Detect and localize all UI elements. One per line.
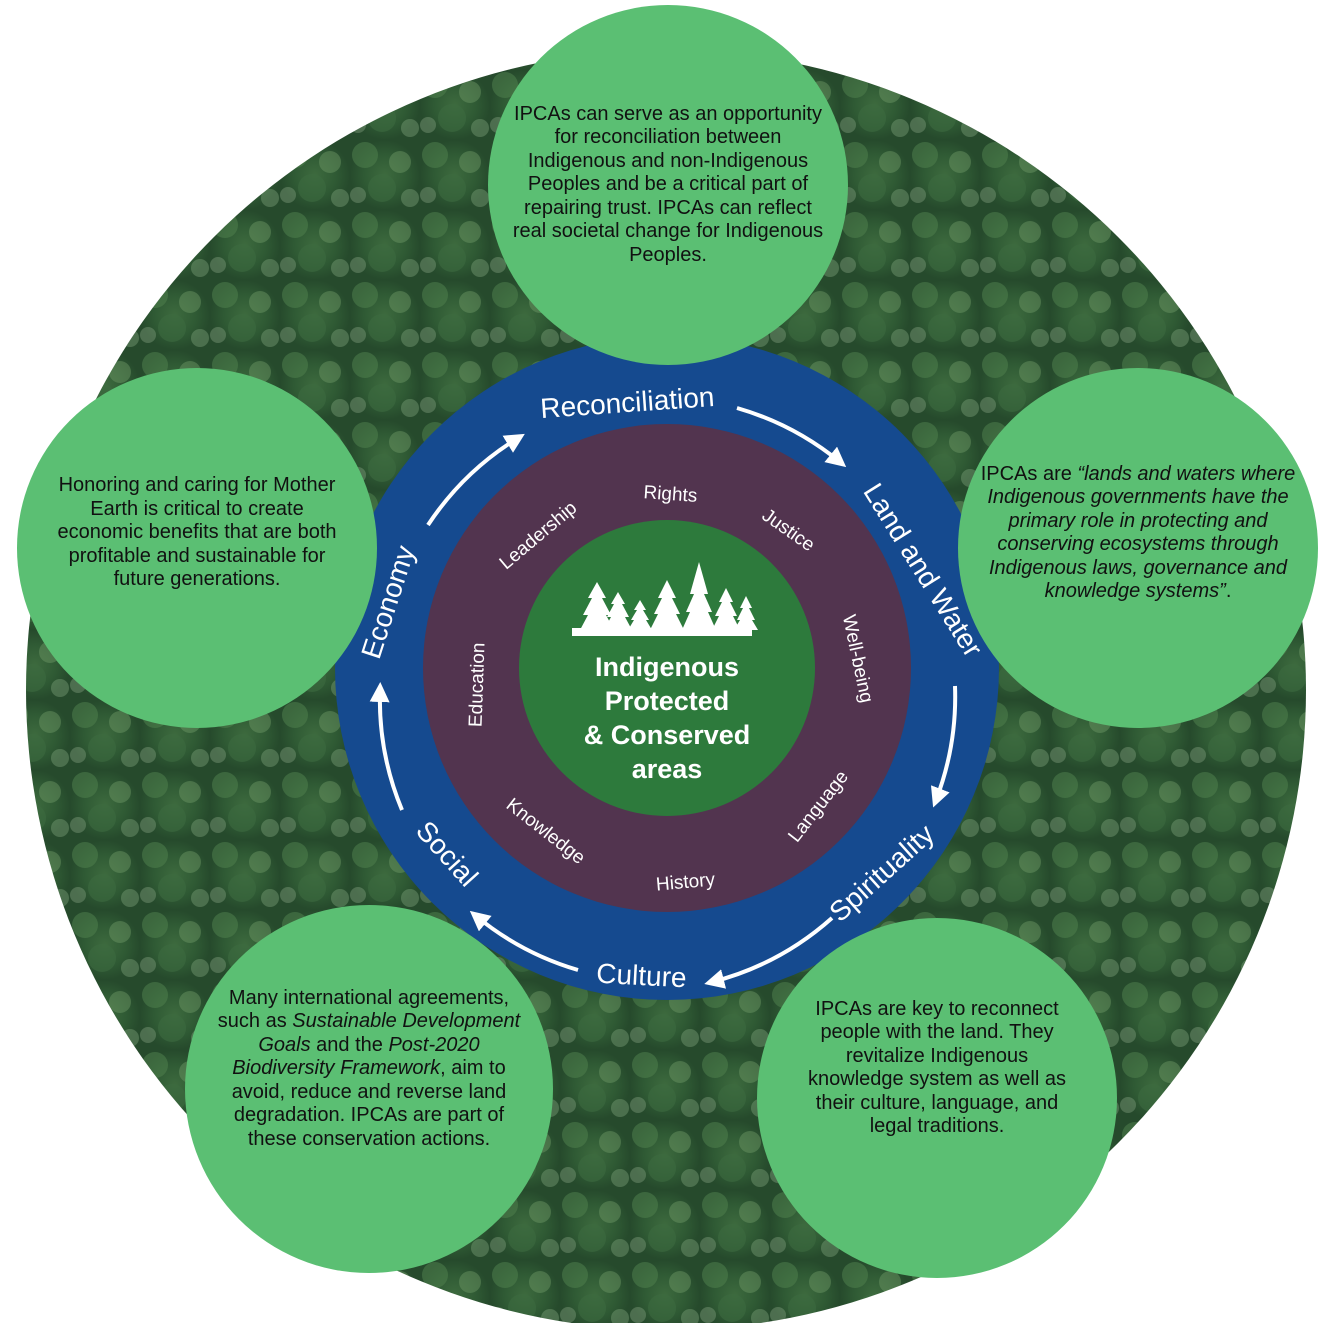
inner-label-education: Education	[466, 642, 490, 727]
bubble-economy-text: Honoring and caring for Mother Earth is …	[57, 474, 337, 591]
bubble-spirituality: IPCAs are key to reconnect people with t…	[757, 918, 1117, 1278]
bubble-social-framework: Post-2020 Biodiversity Framework	[232, 1033, 480, 1080]
pine-trees-icon	[572, 562, 758, 636]
center-title-line-2: Protected	[605, 686, 730, 716]
bubble-social-part-5: , aim to avoid, reduce and reverse land …	[231, 1057, 507, 1150]
bubble-land-prefix: IPCAs are	[980, 462, 1078, 485]
bubble-social-part-3: and the	[310, 1033, 389, 1056]
arrow-social-to-economy	[369, 682, 404, 811]
bubble-spirituality-text: IPCAs are key to reconnect people with t…	[808, 997, 1066, 1138]
bubble-social-part-1: Many international agreements, such as	[217, 986, 510, 1033]
bubble-land-and-water: IPCAs are “lands and waters where Indige…	[958, 368, 1318, 728]
bubble-reconciliation-text: IPCAs can serve as an opportunity for re…	[512, 102, 824, 266]
bubble-social: Many international agreements, such as S…	[185, 905, 553, 1273]
arrow-culture-to-social	[469, 910, 579, 972]
center-title-line-1: Indigenous	[595, 652, 739, 682]
arrow-reconciliation-to-land	[736, 406, 847, 468]
cycle-arrows	[369, 406, 958, 989]
bubble-social-text: Many international agreements, such as S…	[215, 987, 523, 1152]
bubble-land-suffix: .	[1225, 580, 1232, 602]
inner-label-rights: Rights	[643, 482, 698, 507]
bubble-land-and-water-text: IPCAs are “lands and waters where Indige…	[970, 463, 1306, 604]
arrow-land-to-spirituality	[930, 685, 958, 808]
arrow-spirituality-to-culture	[704, 916, 834, 989]
bubble-reconciliation: IPCAs can serve as an opportunity for re…	[488, 5, 848, 365]
center-title-line-3: & Conserved	[584, 720, 751, 750]
center-title-line-4: areas	[632, 754, 703, 784]
bubble-social-sdg: Sustainable Development Goals	[258, 1010, 521, 1056]
bubble-economy: Honoring and caring for Mother Earth is …	[17, 368, 377, 728]
arrow-economy-to-reconciliation	[426, 433, 525, 527]
bubble-land-quote: “lands and waters where Indigenous gover…	[987, 462, 1296, 603]
inner-label-history: History	[655, 869, 716, 895]
ring-label-culture: Culture	[596, 958, 688, 994]
